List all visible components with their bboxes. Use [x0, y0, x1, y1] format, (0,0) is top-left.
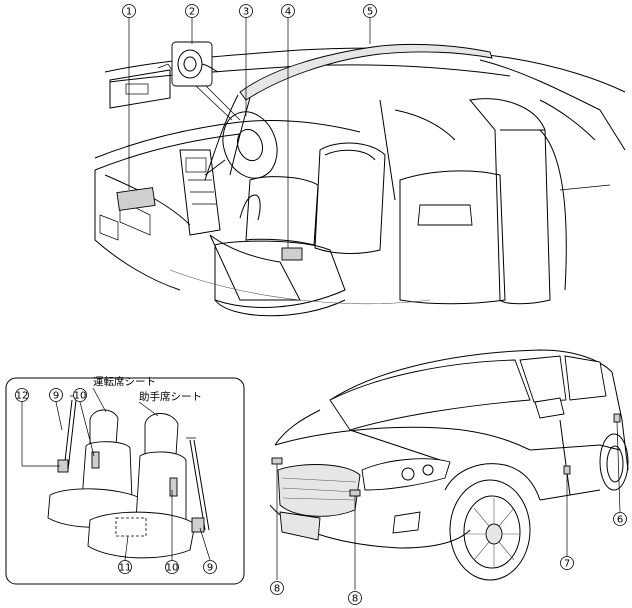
callout-12: 12 [15, 388, 29, 402]
svg-text:11: 11 [119, 563, 132, 574]
callout-9-bottom: 9 [203, 560, 217, 574]
callout-2: 2 [185, 4, 199, 18]
svg-text:4: 4 [285, 7, 291, 18]
svg-text:5: 5 [367, 7, 373, 18]
callout-4: 4 [281, 4, 295, 18]
callout-11: 11 [118, 560, 132, 574]
svg-text:12: 12 [16, 391, 29, 402]
seat-inset-panel [5, 377, 245, 585]
callout-5: 5 [363, 4, 377, 18]
svg-text:8: 8 [274, 584, 280, 595]
svg-text:8: 8 [352, 594, 358, 605]
callout-8-right: 8 [348, 591, 362, 605]
top-leader-lines [128, 18, 371, 248]
svg-text:3: 3 [243, 7, 249, 18]
svg-text:10: 10 [166, 563, 179, 574]
exterior-vehicle-illustration [269, 349, 629, 581]
callout-7: 7 [560, 556, 574, 570]
cabin-illustration [94, 41, 626, 317]
driver-seat-label: 運転席シート [93, 375, 156, 388]
callout-1: 1 [122, 4, 136, 18]
svg-text:2: 2 [189, 7, 195, 18]
svg-text:7: 7 [564, 559, 570, 570]
svg-text:9: 9 [53, 391, 59, 402]
callout-9-top: 9 [49, 388, 63, 402]
svg-text:6: 6 [617, 515, 623, 526]
svg-text:1: 1 [126, 7, 132, 18]
callout-10-bottom: 10 [165, 560, 179, 574]
exterior-leader-lines [276, 421, 621, 590]
callout-6: 6 [613, 512, 627, 526]
callout-glyph-12: ⑫ [0, 0, 16, 14]
inset-leader-lines [21, 387, 211, 561]
passenger-seat-label: 助手席シート [139, 390, 202, 403]
callout-8-left: 8 [270, 581, 284, 595]
svg-text:10: 10 [74, 391, 87, 402]
callout-3: 3 [239, 4, 253, 18]
svg-text:9: 9 [207, 563, 213, 574]
callout-10-top: 10 [73, 388, 87, 402]
